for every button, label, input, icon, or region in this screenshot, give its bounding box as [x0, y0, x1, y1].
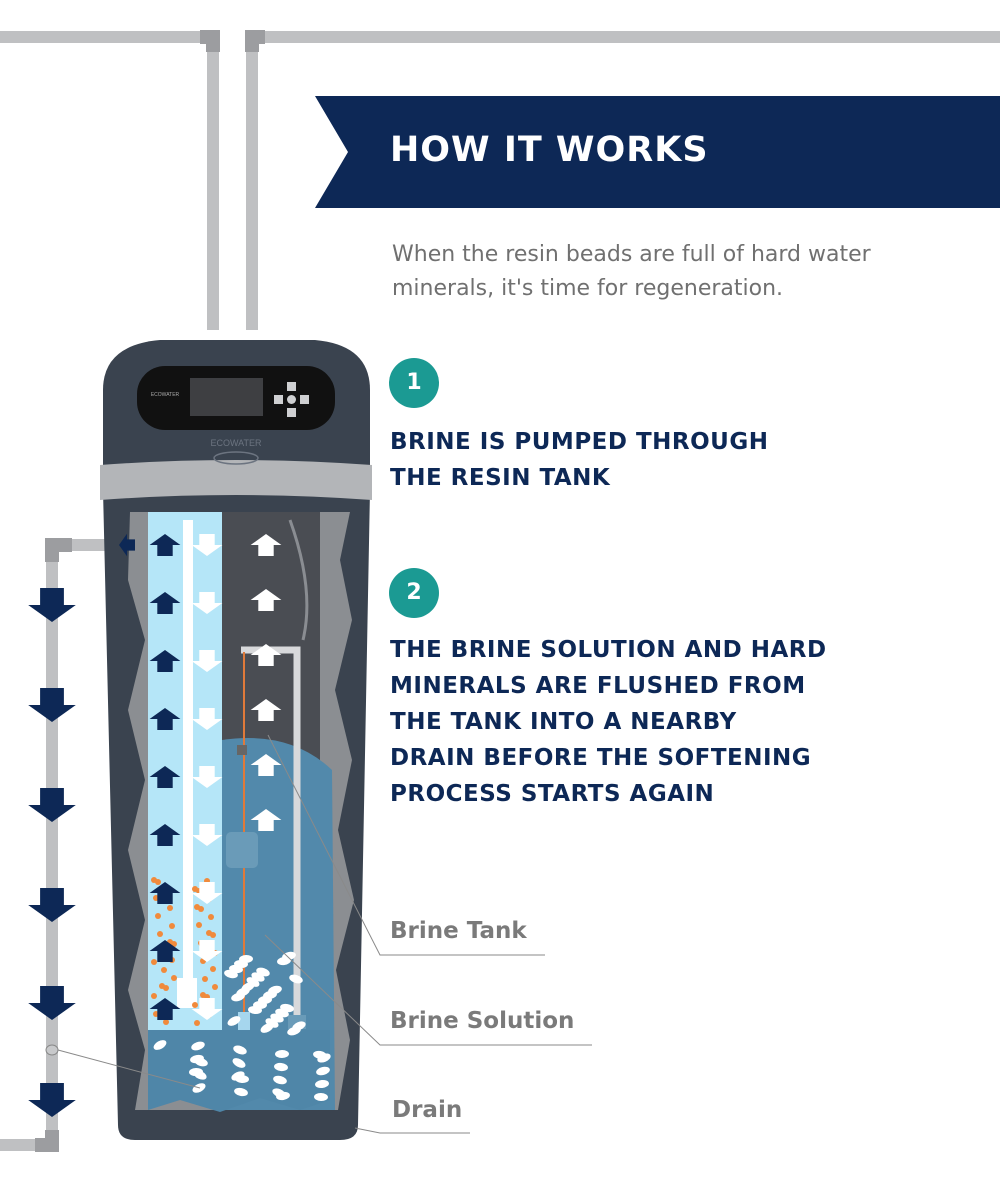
mineral-dot: [151, 959, 157, 965]
down-arrow-icon: [28, 1083, 76, 1117]
salt-pellet: [314, 1092, 328, 1102]
salt-pellets: [153, 951, 331, 1102]
salt-pellet: [274, 1062, 288, 1072]
drain-water: [148, 1030, 330, 1112]
down-arrow-icon: [191, 882, 223, 904]
salt-pellet: [190, 1054, 204, 1064]
mineral-dot: [157, 931, 163, 937]
up-arrow-icon: [149, 824, 181, 846]
down-arrow-icon: [191, 998, 223, 1020]
mineral-dot: [169, 923, 175, 929]
step-1-text: BRINE IS PUMPED THROUGH THE RESIN TANK: [390, 429, 769, 491]
mineral-dot: [202, 976, 208, 982]
salt-pellet: [153, 1040, 167, 1050]
salt-pellet: [234, 1087, 248, 1097]
salt-pellet: [273, 1075, 287, 1085]
down-arrow-icon: [191, 766, 223, 788]
up-arrow-icon: [149, 708, 181, 730]
mineral-dot: [167, 905, 173, 911]
salt-pellet: [231, 1071, 245, 1081]
mineral-dot: [192, 1002, 198, 1008]
salt-pellet: [313, 1050, 327, 1060]
salt-pellet: [272, 1088, 286, 1098]
mineral-dot: [198, 906, 204, 912]
up-arrow-icon: [149, 592, 181, 614]
mineral-dot: [161, 967, 167, 973]
down-arrow-icon: [191, 708, 223, 730]
up-arrow-icon: [149, 534, 181, 556]
mineral-dot: [210, 966, 216, 972]
salt-pellet: [282, 951, 296, 961]
mineral-dot: [155, 879, 161, 885]
up-arrow-icon: [149, 882, 181, 904]
up-arrow-icon: [250, 644, 282, 666]
salt-pellet: [256, 967, 270, 977]
brine-solution: [222, 738, 335, 1110]
mineral-dot: [151, 993, 157, 999]
salt-pellet: [232, 1058, 246, 1068]
up-arrow-icon: [149, 650, 181, 672]
down-arrow-icon: [191, 534, 223, 556]
leader-lines: [57, 734, 592, 1134]
tank-flow-arrows: [119, 533, 282, 1020]
step-1-badge: 1: [389, 358, 439, 408]
drain-pipe: [0, 538, 115, 1152]
salt-pellet: [316, 1066, 330, 1076]
down-arrow-icon: [28, 688, 76, 722]
salt-pellet: [280, 1003, 294, 1013]
mineral-dot: [212, 984, 218, 990]
panel-logo: ECOWATER: [151, 392, 180, 398]
step-2-text: THE BRINE SOLUTION AND HARD MINERALS ARE…: [390, 637, 827, 807]
header-banner: HOW IT WORKS: [315, 96, 1000, 208]
cap-logo: ECOWATER: [211, 438, 262, 448]
mineral-dot: [208, 914, 214, 920]
down-arrow-icon: [28, 888, 76, 922]
salt-pellet: [292, 1021, 306, 1031]
intro-text: When the resin beads are full of hard wa…: [392, 242, 871, 301]
salt-pellet: [289, 974, 303, 984]
up-arrow-icon: [250, 809, 282, 831]
salt-pellet: [227, 1016, 241, 1026]
page-title: HOW IT WORKS: [390, 130, 709, 170]
salt-pellet: [268, 985, 282, 995]
down-arrow-icon: [191, 824, 223, 846]
mineral-dot: [163, 1019, 169, 1025]
navigation-buttons[interactable]: [274, 382, 309, 417]
mineral-dot: [171, 975, 177, 981]
down-arrow-icon: [28, 788, 76, 822]
mineral-dot: [196, 922, 202, 928]
step-2-badge: 2: [389, 568, 439, 618]
mineral-dot: [155, 913, 161, 919]
up-arrow-icon: [250, 534, 282, 556]
down-arrow-icon: [28, 588, 76, 622]
down-arrow-icon: [191, 592, 223, 614]
up-arrow-icon: [250, 589, 282, 611]
drain-flow-arrows: [28, 588, 76, 1117]
label-brine-tank: Brine Tank: [390, 918, 527, 944]
up-arrow-icon: [149, 940, 181, 962]
down-arrow-icon: [191, 940, 223, 962]
up-arrow-icon: [149, 998, 181, 1020]
salt-pellet: [233, 1045, 247, 1055]
down-arrow-icon: [28, 986, 76, 1020]
mineral-dot: [163, 985, 169, 991]
mineral-dot: [194, 1020, 200, 1026]
salt-pellet: [239, 954, 253, 964]
left-arrow-icon: [119, 533, 135, 557]
cap-band: [100, 460, 372, 500]
up-arrow-icon: [250, 754, 282, 776]
salt-pellet: [189, 1067, 203, 1077]
label-brine-solution: Brine Solution: [390, 1008, 575, 1034]
salt-pellet: [315, 1079, 329, 1089]
up-arrow-icon: [250, 699, 282, 721]
inlet-outlet-pipes: [0, 30, 1000, 330]
label-drain: Drain: [392, 1097, 463, 1123]
salt-pellet: [275, 1049, 289, 1059]
salt-pellet: [191, 1041, 205, 1051]
down-arrow-icon: [191, 650, 223, 672]
up-arrow-icon: [149, 766, 181, 788]
mineral-dot: [210, 932, 216, 938]
display-screen: [190, 378, 263, 416]
